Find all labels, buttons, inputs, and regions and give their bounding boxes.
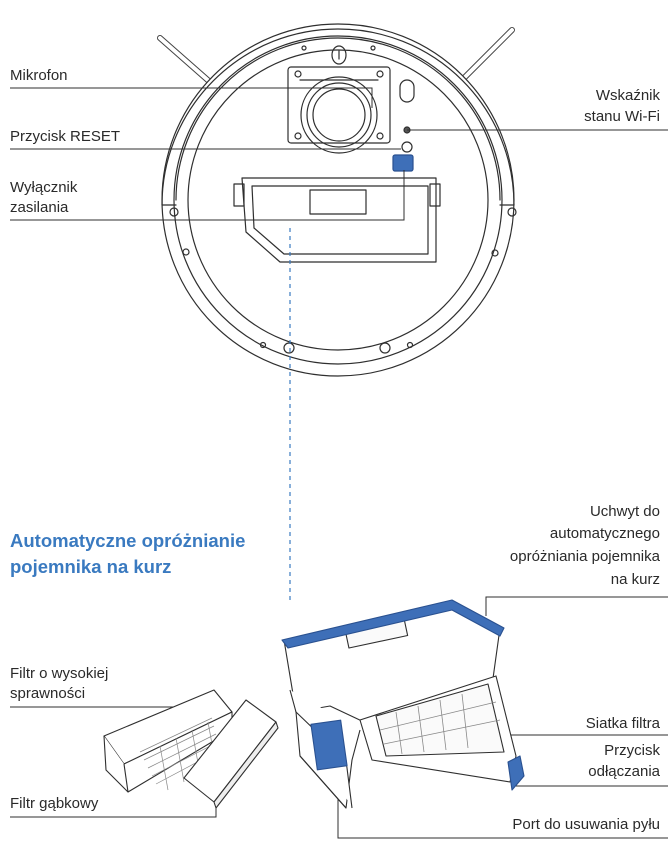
label-wylacznik-1: Wyłącznik	[10, 179, 78, 196]
label-uchwyt-3: opróżniania pojemnika	[509, 548, 660, 565]
label-filtr-hepa-2: sprawności	[10, 685, 86, 702]
label-wylacznik-2: zasilania	[10, 199, 69, 216]
label-filtr-gabkowy: Filtr gąbkowy	[10, 795, 99, 812]
leader-wylacznik	[10, 170, 405, 221]
leader-uchwyt	[485, 596, 668, 616]
label-uchwyt-2: automatycznego	[549, 525, 660, 542]
section-heading-line1: Automatyczne opróżnianie	[10, 530, 246, 551]
section-heading-line2: pojemnika na kurz	[10, 556, 172, 577]
label-wifi-2: stanu Wi-Fi	[584, 108, 660, 125]
label-uchwyt-4: na kurz	[610, 571, 660, 588]
label-przycisk-1: Przycisk	[604, 742, 660, 759]
label-filtr-hepa-1: Filtr o wysokiej	[10, 665, 109, 682]
dust-bin	[281, 599, 525, 809]
label-mikrofon: Mikrofon	[10, 67, 68, 84]
label-przycisk-2: odłączania	[588, 763, 660, 780]
label-uchwyt-1: Uchwyt do	[589, 503, 660, 520]
label-siatka: Siatka filtra	[585, 715, 660, 732]
label-reset: Przycisk RESET	[10, 128, 121, 145]
robot-vacuum-bottom	[161, 23, 517, 377]
label-wifi-1: Wskaźnik	[595, 87, 660, 104]
side-brush-left	[157, 35, 213, 85]
side-brush-right	[459, 27, 515, 83]
filtr-gabkowy	[183, 699, 279, 809]
leader-mikrofon	[10, 87, 373, 108]
label-port: Port do usuwania pyłu	[512, 816, 660, 833]
filtr-hepa	[103, 689, 233, 793]
